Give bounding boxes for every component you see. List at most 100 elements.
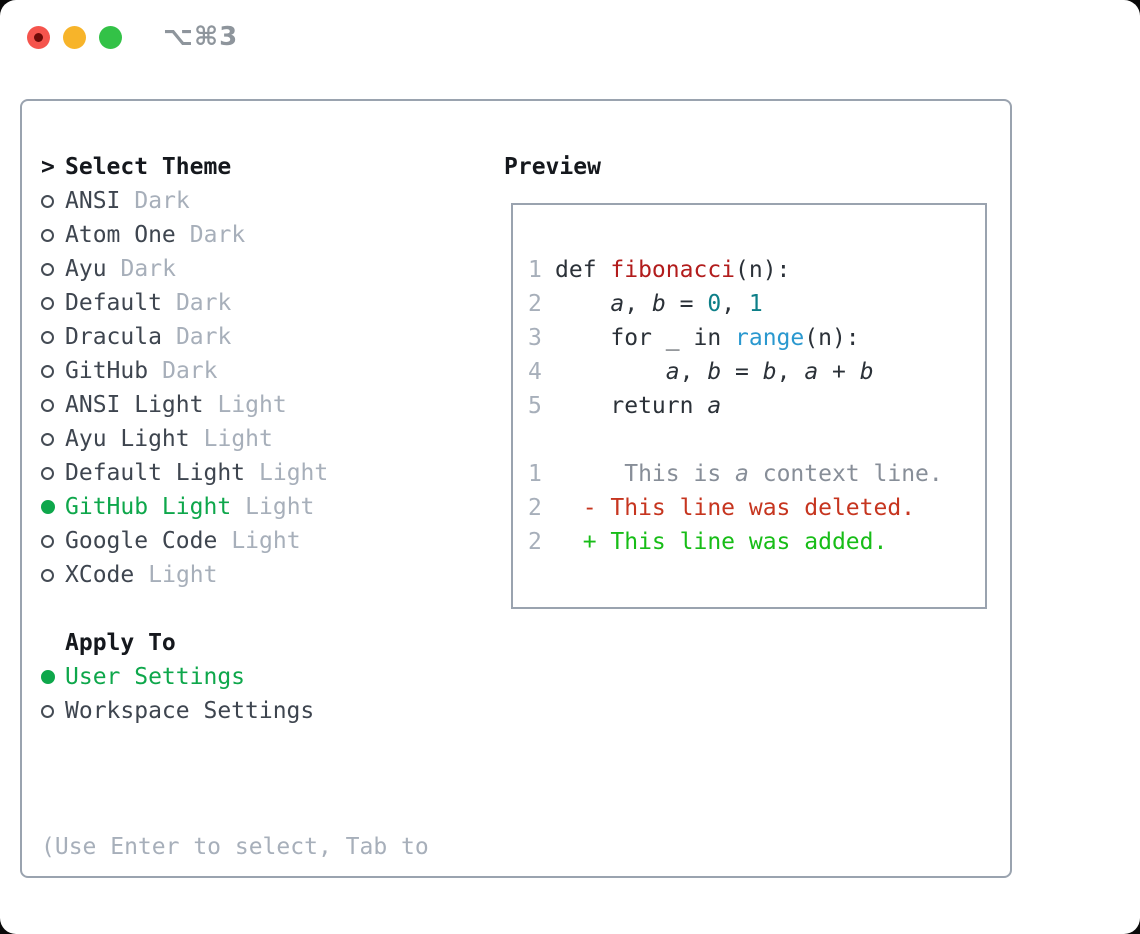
select-theme-title: Select Theme [65,154,232,180]
radio-unselected-icon [41,466,54,480]
line-content: a, b = 0, 1 [610,291,763,317]
radio-unselected-icon [41,398,54,412]
code-line: 2 + This line was added. [528,525,975,559]
apply-option-user-settings[interactable]: User Settings [41,660,429,694]
theme-option-google-code[interactable]: Google Code Light [41,524,429,558]
cursor-caret-icon: > [41,154,55,180]
theme-option-default-light[interactable]: Default Light Light [41,456,429,490]
option-label: Ayu [65,256,107,282]
radio-selected-icon [41,500,55,514]
theme-option-github[interactable]: GitHub Dark [41,354,429,388]
line-number: 2 [528,291,542,317]
preview-title: Preview [504,154,601,180]
code-line: 1 def fibonacci(n): [528,253,975,287]
line-number: 2 [528,529,542,555]
option-variant: Light [231,528,301,554]
option-label: GitHub Light [65,494,232,520]
option-label: Google Code [65,528,218,554]
line-content: a, b = b, a + b [665,359,874,385]
line-number: 1 [528,257,542,283]
radio-unselected-icon [41,296,54,310]
theme-option-xcode[interactable]: XCode Light [41,558,429,592]
theme-option-default[interactable]: Default Dark [41,286,429,320]
option-variant: Light [245,494,315,520]
radio-unselected-icon [41,330,54,344]
option-label: Workspace Settings [65,698,315,724]
code-line: 4 a, b = b, a + b [528,355,975,389]
option-label: XCode [65,562,135,588]
option-variant: Light [203,426,273,452]
radio-unselected-icon [41,262,54,276]
option-label: Dracula [65,324,162,350]
minimize-button[interactable] [63,25,86,49]
option-variant: Light [148,562,218,588]
radio-unselected-icon [41,534,54,548]
hint-line-1: (Use Enter to select, Tab to [41,834,429,860]
theme-option-ansi[interactable]: ANSI Dark [41,184,429,218]
option-label: GitHub [65,358,149,384]
option-label: Default Light [65,460,246,486]
line-content: for _ in range(n): [555,325,860,351]
unsaved-dot-icon [34,32,43,42]
option-label: Ayu Light [65,426,190,452]
option-variant: Dark [175,324,232,350]
code-line: 1 This is a context line. [528,457,975,491]
spacer [41,592,429,626]
line-number: 3 [528,325,542,351]
hint-text: (Use Enter to select, Tab to change focu… [41,762,429,934]
zoom-button[interactable] [99,25,122,49]
theme-option-atom-one[interactable]: Atom One Dark [41,218,429,252]
radio-unselected-icon [41,364,54,378]
theme-option-dracula[interactable]: Dracula Dark [41,320,429,354]
code-line: 5 return a [528,389,975,423]
option-variant: Dark [175,290,232,316]
preview-section: Preview [504,150,601,184]
radio-unselected-icon [41,568,54,582]
line-content: - This line was deleted. [555,495,916,521]
line-content: + This line was added. [555,529,888,555]
code-line: 3 for _ in range(n): [528,321,975,355]
select-theme-header: > Select Theme [41,150,429,184]
code-line [528,423,975,457]
radio-unselected-icon [41,704,54,718]
line-number: 1 [528,461,542,487]
option-label: ANSI Light [65,392,204,418]
option-variant: Light [259,460,329,486]
option-label: Atom One [65,222,176,248]
line-content: return a [555,393,722,419]
option-variant: Dark [120,256,176,282]
theme-option-ayu[interactable]: Ayu Dark [41,252,429,286]
option-label: ANSI [65,188,121,214]
option-variant: Dark [189,222,246,248]
radio-unselected-icon [41,432,54,446]
theme-option-github-light[interactable]: GitHub Light Light [41,490,429,524]
apply-option-workspace-settings[interactable]: Workspace Settings [41,694,429,728]
line-content: def fibonacci(n): [555,257,791,283]
window-title: ⌥⌘3 [163,22,239,52]
titlebar: ⌥⌘3 [27,22,239,52]
radio-selected-icon [41,670,55,684]
apply-to-title: Apply To [65,630,176,656]
radio-unselected-icon [41,194,54,208]
close-button[interactable] [27,25,50,49]
option-variant: Dark [134,188,190,214]
line-number: 4 [528,359,542,385]
theme-option-ayu-light[interactable]: Ayu Light Light [41,422,429,456]
apply-to-header: Apply To [41,626,429,660]
line-content: This is a context line. [555,461,943,487]
spacer [41,728,429,762]
code-line: 2 - This line was deleted. [528,491,975,525]
line-number: 5 [528,393,542,419]
option-label: User Settings [65,664,246,690]
line-number: 2 [528,495,542,521]
option-label: Default [65,290,162,316]
option-variant: Dark [162,358,218,384]
code-line: 2 a, b = 0, 1 [528,287,975,321]
